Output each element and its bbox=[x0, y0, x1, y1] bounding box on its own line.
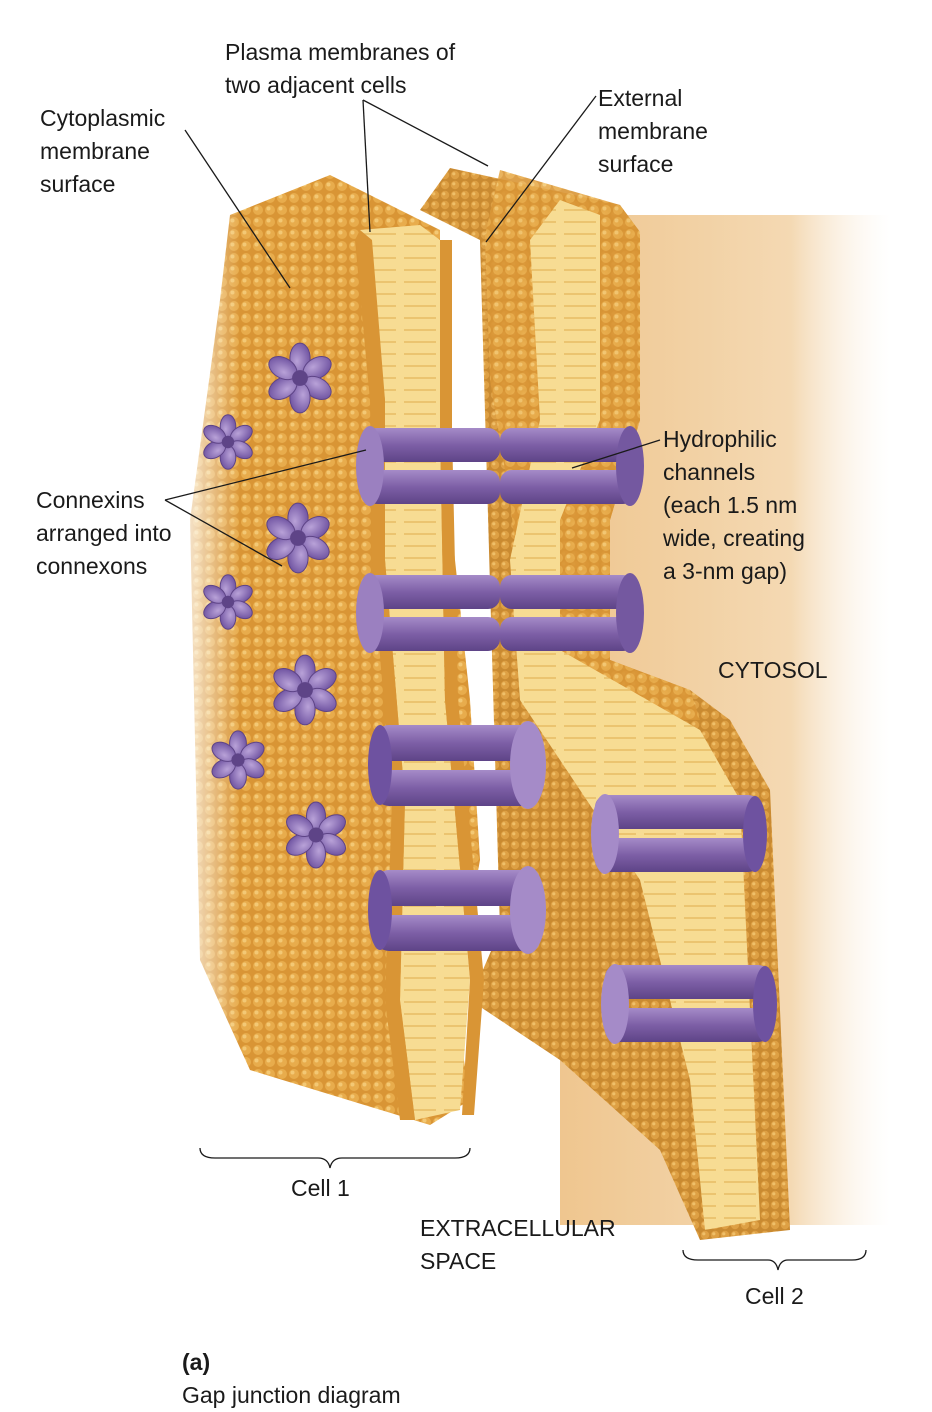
connexon-star bbox=[203, 414, 253, 470]
connexon-pair bbox=[356, 426, 644, 506]
label-cytoplasmic-surface: Cytoplasmic membrane surface bbox=[40, 105, 166, 197]
connexon-pore bbox=[308, 827, 324, 843]
hydrophilic-channels bbox=[356, 426, 777, 1044]
connexon-pore bbox=[297, 682, 313, 698]
label-plasma-membranes: Plasma membranes of two adjacent cells bbox=[225, 39, 456, 98]
connexon-star bbox=[211, 730, 265, 790]
connexon-half bbox=[601, 964, 777, 1044]
caption-letter: (a) bbox=[182, 1349, 211, 1375]
label-hydrophilic-channels: Hydrophilic channels (each 1.5 nm wide, … bbox=[663, 426, 805, 584]
connexon-half bbox=[368, 866, 546, 954]
connexon-half bbox=[591, 794, 767, 874]
connexon-half bbox=[368, 721, 546, 809]
caption-text: Gap junction diagram bbox=[182, 1382, 401, 1408]
connexon-pore bbox=[231, 753, 245, 767]
connexon-star bbox=[286, 801, 346, 869]
connexon-star bbox=[268, 342, 332, 414]
label-extracellular: EXTRACELLULAR SPACE bbox=[420, 1215, 616, 1274]
label-cytosol: CYTOSOL bbox=[718, 657, 828, 683]
label-connexins: Connexins arranged into connexons bbox=[36, 487, 172, 579]
connexon-surface-views bbox=[203, 342, 346, 869]
label-cell1: Cell 1 bbox=[291, 1175, 350, 1201]
connexon-star bbox=[203, 574, 253, 630]
connexon-pore bbox=[292, 370, 308, 386]
connexon-star bbox=[273, 654, 337, 726]
connexon-pore bbox=[221, 595, 235, 609]
connexon-pair bbox=[356, 573, 644, 653]
leader-lines bbox=[164, 95, 867, 1271]
connexon-star bbox=[266, 502, 330, 574]
label-cell2: Cell 2 bbox=[745, 1283, 804, 1309]
connexon-pore bbox=[290, 530, 306, 546]
figure-caption: (a) Gap junction diagram bbox=[182, 1313, 401, 1412]
left-fade bbox=[170, 180, 240, 1130]
connexon-pore bbox=[221, 435, 235, 449]
label-external-surface: External membrane surface bbox=[598, 85, 708, 177]
